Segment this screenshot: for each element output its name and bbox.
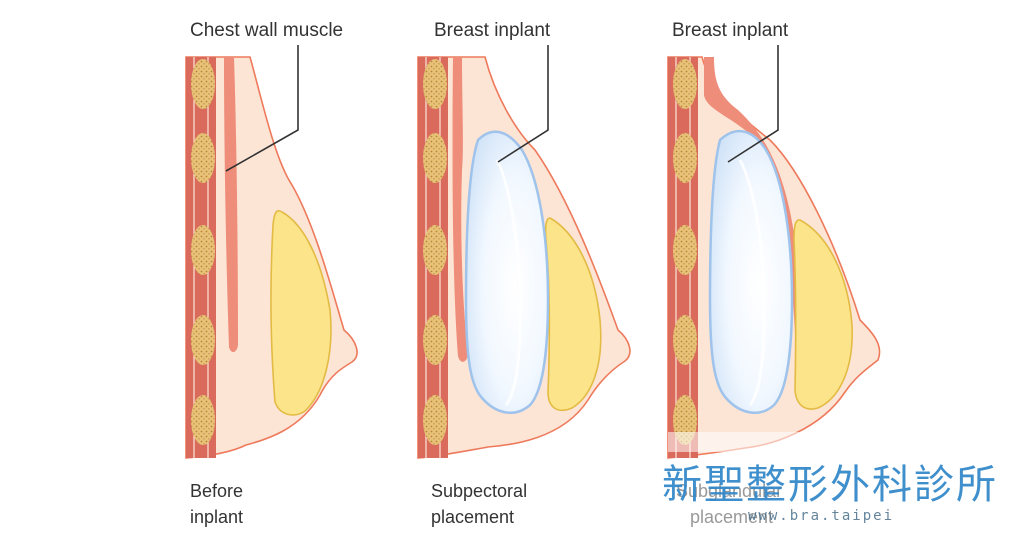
label-breast-implant-subglandular: Breast inplant bbox=[672, 20, 789, 41]
watermark-url: www.bra.taipei bbox=[748, 508, 895, 524]
pectoral-muscle bbox=[452, 57, 468, 362]
label-breast-implant-subpectoral: Breast inplant bbox=[434, 20, 551, 41]
mammary-gland bbox=[544, 217, 602, 412]
leader-line-chest-wall bbox=[225, 45, 299, 172]
caption-line-2: placement bbox=[690, 507, 774, 527]
watermark-backdrop bbox=[668, 432, 824, 452]
rib-blobs bbox=[191, 59, 215, 445]
caption-subglandular: Subglandular placement bbox=[676, 478, 782, 530]
caption-line-1: Before bbox=[190, 481, 244, 501]
panel-before bbox=[185, 45, 358, 459]
mammary-gland bbox=[793, 219, 853, 410]
mammary-gland bbox=[270, 210, 332, 416]
panel-subglandular bbox=[667, 45, 881, 459]
label-chest-wall-muscle: Chest wall muscle bbox=[190, 20, 344, 41]
leader-line-implant bbox=[727, 45, 779, 163]
caption-before: Before inplant bbox=[190, 478, 243, 530]
breast-implant bbox=[464, 130, 550, 414]
pectoral-muscle bbox=[224, 57, 238, 353]
breast-implant bbox=[708, 129, 794, 414]
caption-line-2: inplant bbox=[190, 507, 244, 527]
caption-line-1: Subpectoral bbox=[431, 481, 528, 501]
caption-subpectoral: Subpectoral placement bbox=[431, 478, 527, 530]
panel-subpectoral bbox=[417, 45, 631, 459]
caption-line-1: Subglandular bbox=[676, 481, 783, 501]
leader-line-implant bbox=[497, 45, 549, 163]
caption-line-2: placement bbox=[431, 507, 515, 527]
rib-blobs bbox=[423, 59, 447, 445]
watermark-clinic-name: 新聖整形外科診所 bbox=[662, 462, 998, 508]
